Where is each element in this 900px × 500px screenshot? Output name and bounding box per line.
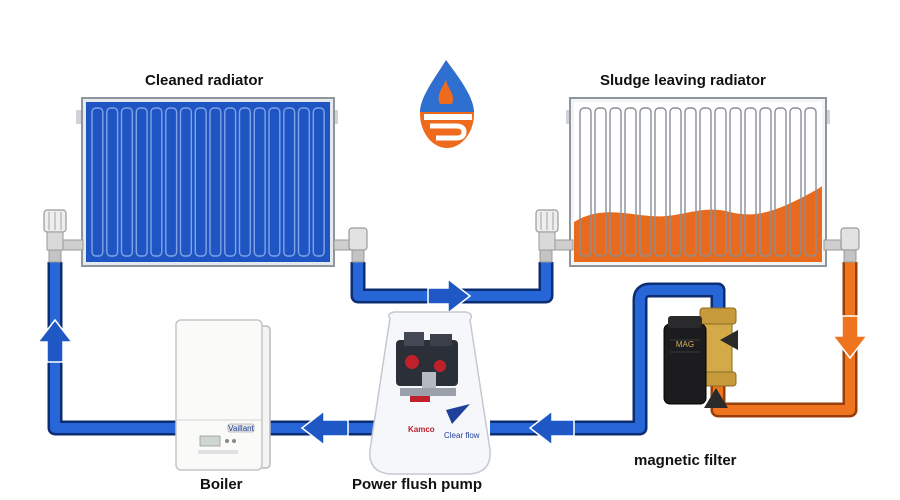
radiator-fins [579, 107, 817, 257]
pump-logo-icon [446, 404, 470, 424]
radiator-fin [165, 107, 178, 257]
radiator-fin [268, 107, 281, 257]
pump-brand: Kamco [408, 425, 435, 434]
filter-canister [663, 323, 707, 405]
radiator-fin [714, 107, 727, 257]
radiator-fin [91, 107, 104, 257]
lockshield-valve-left-radiator [333, 227, 368, 263]
radiator-fin [283, 107, 296, 257]
radiator-fin [684, 107, 697, 257]
radiator-fin [106, 107, 119, 257]
boiler: Vaillant [175, 319, 271, 471]
radiator-fin [594, 107, 607, 257]
power-flush-pump: Kamco Clear flow [369, 311, 491, 475]
radiator-fin [654, 107, 667, 257]
radiator-fin [179, 107, 193, 257]
sludge-radiator-label: Sludge leaving radiator [600, 72, 766, 89]
boiler-brand: Vaillant [228, 424, 254, 433]
radiator-fin [789, 107, 802, 257]
radiator-fin [150, 107, 163, 257]
filter-brand: MAG [676, 340, 694, 349]
radiator-fin [774, 107, 787, 257]
radiator-fin [609, 107, 622, 257]
radiator-fin [624, 107, 637, 257]
radiator-fin [729, 107, 742, 257]
flow-arrow-down-sludge [831, 315, 869, 360]
radiator-fin [579, 107, 592, 257]
boiler-display [199, 435, 221, 447]
radiator-fin [297, 107, 311, 257]
pump-model: Clear flow [444, 431, 480, 440]
lockshield-valve-right-radiator [823, 227, 860, 263]
sludge-radiator [566, 97, 830, 267]
flow-arrow-left-pump [300, 409, 349, 447]
cleaned-radiator [76, 97, 338, 267]
radiator-fin [194, 107, 207, 257]
magnetic-filter: MAG [663, 307, 738, 408]
radiator-fins [91, 107, 325, 257]
radiator-fin [312, 107, 325, 257]
pump-label: Power flush pump [352, 476, 483, 493]
pump-red-valve [405, 355, 419, 369]
radiator-fin [744, 107, 757, 257]
radiator-fin [209, 107, 222, 257]
radiator-fin [804, 107, 817, 257]
radiator-fin [224, 107, 237, 257]
thermostatic-valve-right [535, 209, 574, 263]
flow-arrow-right-link [427, 277, 472, 315]
radiator-fin [135, 107, 148, 257]
radiator-fin [253, 107, 266, 257]
flow-arrow-left-filter [528, 409, 575, 447]
boiler-label: Boiler [200, 476, 243, 493]
pump-motor [396, 340, 458, 386]
radiator-fin [238, 107, 252, 257]
radiator-fin [639, 107, 652, 257]
filter-label: magnetic filter [634, 452, 737, 469]
flow-arrow-up-left [36, 318, 74, 363]
radiator-fin [120, 107, 134, 257]
thermostatic-valve-left [43, 209, 84, 263]
cleaned-radiator-label: Cleaned radiator [145, 72, 264, 89]
radiator-fin [669, 107, 682, 257]
radiator-fin [699, 107, 712, 257]
radiator-fin [759, 107, 772, 257]
plumbing-heating-logo-icon [420, 60, 474, 148]
